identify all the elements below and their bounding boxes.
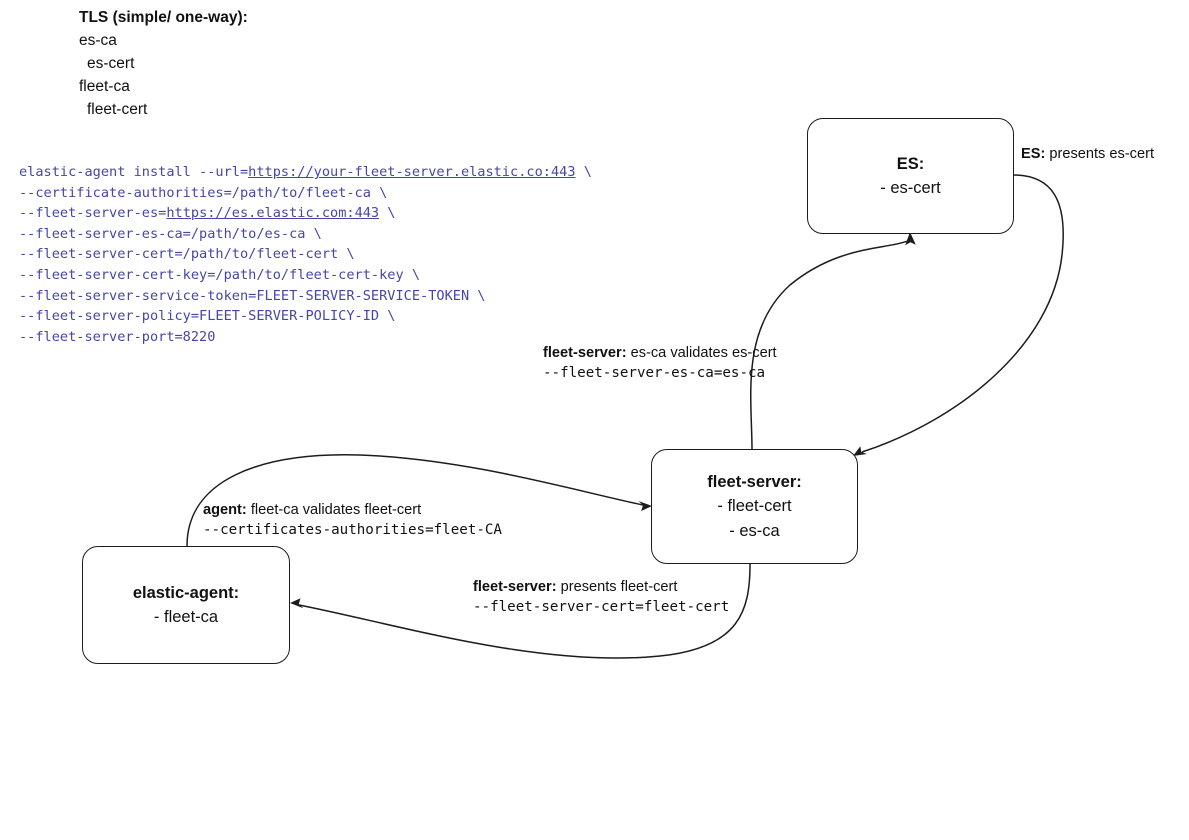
edge-label-es-presents-text: presents es-cert [1045, 146, 1155, 162]
edge-label-fleet-server-validates-text: es-ca validates es-cert [626, 345, 777, 361]
edge-fleet-server-to-es [750, 232, 916, 450]
command-line-5: --fleet-server-cert-key=/path/to/fleet-c… [19, 265, 592, 286]
command-line-6: --fleet-server-service-token=FLEET-SERVE… [19, 286, 592, 307]
node-es-title: ES: [896, 154, 925, 173]
edge-label-fleet-server-presents-text: presents fleet-cert [556, 579, 678, 595]
command-line-0-suffix: \ [575, 164, 592, 180]
command-line-4: --fleet-server-cert=/path/to/fleet-cert … [19, 244, 592, 265]
command-line-3: --fleet-server-es-ca=/path/to/es-ca \ [19, 224, 592, 245]
node-elastic-agent-title: elastic-agent: [132, 583, 240, 602]
node-elastic-agent[interactable]: elastic-agent: - fleet-ca [82, 546, 290, 664]
edge-label-agent-validates-mono: --certificates-authorities=fleet-CA [203, 522, 502, 538]
edge-label-fleet-server-validates: fleet-server: es-ca validates es-cert --… [543, 343, 777, 384]
legend-title: TLS (simple/ one-way): [79, 9, 248, 26]
legend-item-es-ca: es-ca [79, 32, 117, 49]
edge-label-es-presents-bold: ES: [1021, 146, 1046, 162]
command-line-8-text: --fleet-server-port=8220 [19, 328, 216, 345]
command-line-0-link[interactable]: https://your-fleet-server.elastic.co:443 [248, 164, 576, 180]
node-es-item-0: - es-cert [880, 178, 941, 197]
command-line-7: --fleet-server-policy=FLEET-SERVER-POLIC… [19, 306, 592, 327]
command-line-6-text: --fleet-server-service-token=FLEET-SERVE… [19, 287, 486, 304]
edge-label-agent-validates-bold: agent: [203, 502, 247, 518]
legend-item-fleet-ca: fleet-ca [79, 78, 130, 95]
command-line-1: --certificate-authorities=/path/to/fleet… [19, 183, 592, 204]
edge-label-fleet-server-validates-bold: fleet-server: [543, 345, 627, 361]
legend-item-es-cert: es-cert [87, 55, 135, 72]
command-line-2-text: --fleet-server-es= [19, 205, 167, 222]
node-fleet-server[interactable]: fleet-server: - fleet-cert - es-ca [651, 449, 858, 564]
edge-label-fleet-server-presents-bold: fleet-server: [473, 579, 557, 595]
command-line-0: elastic-agent install --url=https://your… [19, 162, 592, 183]
command-line-7-text: --fleet-server-policy=FLEET-SERVER-POLIC… [19, 308, 396, 325]
edge-label-agent-validates: agent: fleet-ca validates fleet-cert --c… [203, 500, 502, 541]
edge-label-fleet-server-presents: fleet-server: presents fleet-cert --flee… [473, 577, 729, 618]
command-line-4-text: --fleet-server-cert=/path/to/fleet-cert … [19, 246, 355, 263]
command-line-1-text: --certificate-authorities=/path/to/fleet… [19, 184, 388, 201]
tls-legend: TLS (simple/ one-way): es-ca es-cert fle… [79, 6, 248, 121]
node-es[interactable]: ES: - es-cert [807, 118, 1014, 234]
legend-item-fleet-cert: fleet-cert [87, 101, 148, 118]
command-line-2-link[interactable]: https://es.elastic.com:443 [166, 205, 380, 222]
command-line-0-text: elastic-agent install --url= [19, 164, 249, 180]
node-fleet-server-item-1: - es-ca [729, 521, 780, 540]
install-command-block: elastic-agent install --url=https://your… [19, 162, 592, 347]
command-line-5-text: --fleet-server-cert-key=/path/to/fleet-c… [19, 266, 421, 283]
command-line-8: --fleet-server-port=8220 [19, 327, 592, 348]
edge-label-fleet-server-presents-mono: --fleet-server-cert=fleet-cert [473, 599, 730, 615]
edge-label-es-presents: ES: presents es-cert [1021, 144, 1154, 164]
command-line-3-text: --fleet-server-es-ca=/path/to/es-ca \ [19, 225, 322, 242]
node-fleet-server-title: fleet-server: [707, 472, 802, 491]
edge-label-agent-validates-text: fleet-ca validates fleet-cert [246, 502, 422, 518]
node-elastic-agent-item-0: - fleet-ca [153, 607, 219, 626]
node-fleet-server-item-0: - fleet-cert [717, 496, 792, 515]
edge-label-fleet-server-validates-mono: --fleet-server-es-ca=es-ca [543, 365, 766, 381]
command-line-2-suffix: \ [379, 205, 396, 222]
command-line-2: --fleet-server-es=https://es.elastic.com… [19, 203, 592, 224]
